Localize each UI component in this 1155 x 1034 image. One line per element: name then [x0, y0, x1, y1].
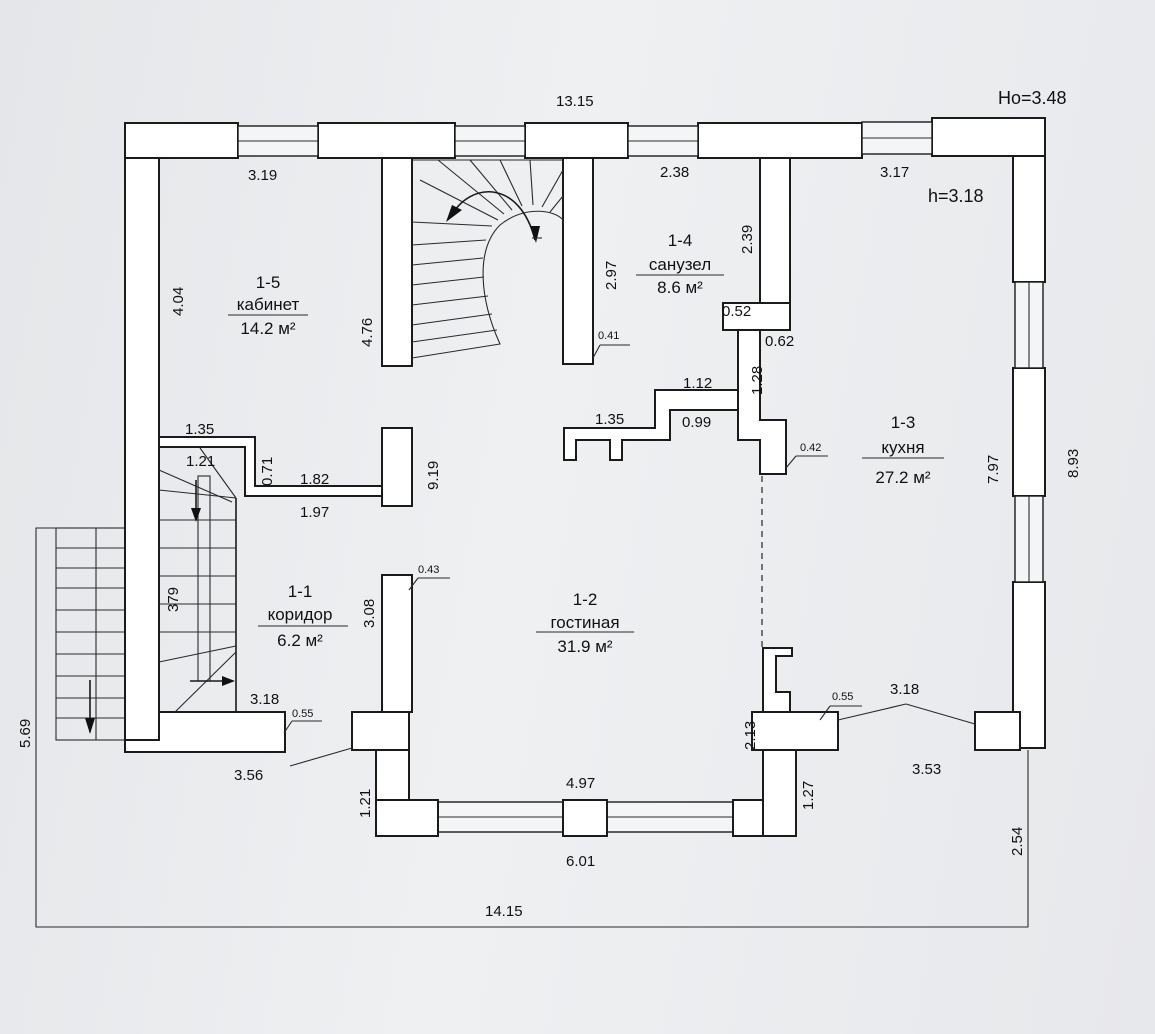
room-name: коридор — [268, 605, 333, 624]
room-name: санузел — [649, 255, 711, 274]
room-id: 1-3 — [891, 413, 916, 432]
room-id: 1-1 — [288, 582, 313, 601]
room-name: кабинет — [237, 295, 300, 314]
dim-label: 0.71 — [259, 457, 276, 486]
room-1-5: 1-5 кабинет 14.2 м² — [228, 273, 308, 338]
dim-label: 1.35 — [595, 411, 624, 428]
dim-label: 2.39 — [739, 225, 756, 254]
room-area: 6.2 м² — [277, 631, 323, 650]
dim-label: 1.21 — [186, 453, 215, 470]
dim-label: 1.12 — [683, 375, 712, 392]
room-area: 14.2 м² — [240, 319, 295, 338]
interior-walls — [158, 157, 793, 713]
dim-label: 0.99 — [682, 414, 711, 431]
room-1-1: 1-1 коридор 6.2 м² — [258, 582, 348, 650]
dim-label: 0.42 — [800, 442, 821, 454]
dim-label: 0.55 — [832, 691, 853, 703]
spiral-staircase — [411, 159, 564, 359]
room-1-4: 1-4 санузел 8.6 м² — [636, 231, 724, 297]
dim-label: 8.93 — [1065, 449, 1082, 478]
corridor-staircase — [158, 447, 237, 713]
dim-label: 6.01 — [566, 853, 595, 870]
room-1-3: 1-3 кухня 27.2 м² — [862, 413, 944, 487]
entry-steps — [55, 527, 126, 741]
ceiling-total-label: Ho=3.48 — [998, 88, 1067, 108]
dim-label: 3.08 — [361, 599, 378, 628]
dim-label: 2.38 — [660, 164, 689, 181]
dim-label: 3.53 — [912, 761, 941, 778]
dim-label: 9.19 — [425, 461, 442, 490]
room-id: 1-5 — [256, 273, 281, 292]
dim-label: 1.35 — [185, 421, 214, 438]
dim-label: 7.97 — [985, 455, 1002, 484]
dim-label: 13.15 — [556, 93, 594, 110]
dim-label: 2.97 — [603, 261, 620, 290]
room-name: кухня — [881, 438, 924, 457]
dim-label: 1.28 — [749, 366, 766, 395]
dim-label: 0.43 — [418, 564, 439, 576]
dimension-labels: 13.15 3.19 2.38 3.17 0.41 0.52 0.62 1.12… — [185, 93, 941, 920]
room-id: 1-4 — [668, 231, 693, 250]
room-area: 8.6 м² — [657, 278, 703, 297]
dim-label: 0.41 — [598, 330, 619, 342]
dim-label: 3.56 — [234, 767, 263, 784]
dim-label: 0.55 — [292, 708, 313, 720]
dim-label: 2.13 — [742, 721, 759, 750]
room-area: 27.2 м² — [875, 468, 930, 487]
room-id: 1-2 — [573, 590, 598, 609]
dim-label: 3.17 — [880, 164, 909, 181]
dim-label: 14.15 — [485, 903, 523, 920]
room-name: гостиная — [550, 613, 619, 632]
dim-label: 0.52 — [722, 303, 751, 320]
dim-label: 3.18 — [890, 681, 919, 698]
leader-lines — [283, 344, 976, 767]
dim-label: 3.19 — [248, 167, 277, 184]
dim-label: 0.62 — [765, 333, 794, 350]
room-1-2: 1-2 гостиная 31.9 м² — [536, 590, 634, 656]
dim-label: 1.97 — [300, 504, 329, 521]
dim-label: 2.54 — [1009, 827, 1026, 856]
bay-walls — [375, 749, 797, 837]
dim-label: 4.76 — [359, 318, 376, 347]
dim-label: 1.21 — [357, 789, 374, 818]
room-area: 31.9 м² — [557, 637, 612, 656]
dim-label: 4.04 — [170, 287, 187, 316]
ceiling-clear-label: h=3.18 — [928, 186, 984, 206]
exterior-walls — [124, 117, 1046, 753]
vertical-dimension-labels: 4.04 4.76 2.97 2.39 1.28 7.97 8.93 0.71 … — [17, 225, 1082, 856]
dim-label: 3.18 — [250, 691, 279, 708]
dim-label: 379 — [165, 587, 182, 612]
dim-label: 1.82 — [300, 471, 329, 488]
dim-label: 5.69 — [17, 719, 34, 748]
dim-label: 1.27 — [800, 781, 817, 810]
dim-label: 4.97 — [566, 775, 595, 792]
